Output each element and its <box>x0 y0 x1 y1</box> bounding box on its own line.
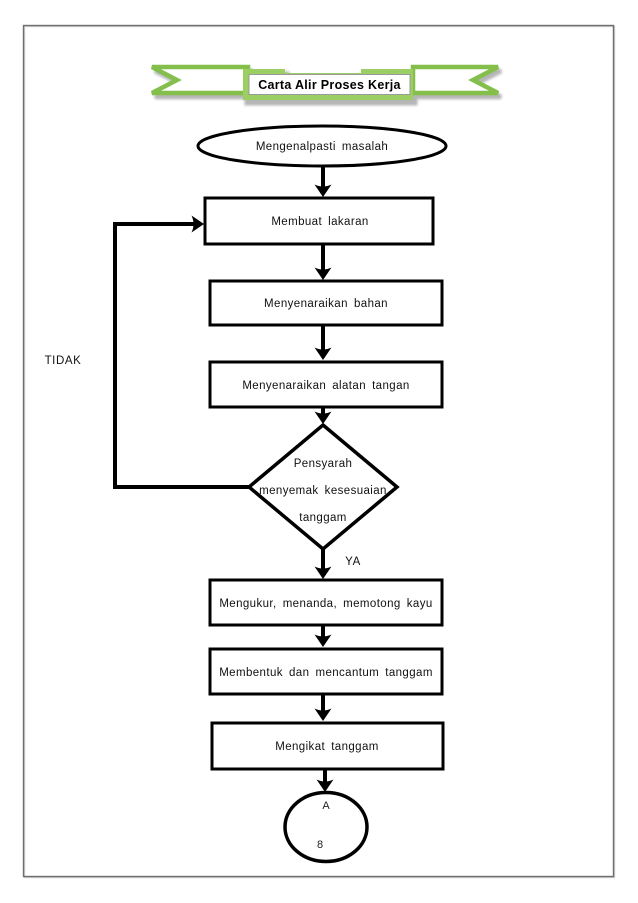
decision-label-line2: menyemak kesesuaian <box>259 485 387 497</box>
process-box-step1 <box>203 196 435 246</box>
arrow-step4-to-step5 <box>314 625 332 647</box>
decision-label-line1: Pensyarah <box>294 458 353 470</box>
page-border <box>22 24 615 878</box>
ribbon-banner: Carta Alir Proses Kerja <box>150 64 500 100</box>
process-box-step4 <box>208 578 444 627</box>
offpage-connector-letter: A <box>322 800 330 812</box>
process-box-step6 <box>210 721 445 771</box>
arrow-step6-to-connector <box>316 769 334 792</box>
decision-label-line3: tanggam <box>299 512 347 524</box>
process-label-step1: Membuat lakaran <box>271 216 368 228</box>
yes-branch-label: YA <box>345 556 361 568</box>
banner-title: Carta Alir Proses Kerja <box>258 78 401 92</box>
no-branch-connector <box>113 215 249 489</box>
process-label-step5: Membentuk dan mencantum tanggam <box>219 667 433 679</box>
process-label-step4: Mengukur, menanda, memotong kayu <box>219 598 432 610</box>
arrow-step5-to-step6 <box>314 694 332 721</box>
ribbon-left-tail <box>150 64 251 96</box>
process-label-step6: Mengikat tanggam <box>275 741 379 753</box>
page-border-shadow <box>23 25 616 879</box>
arrow-start-to-step1 <box>314 167 332 197</box>
ribbon-title-box <box>248 74 411 95</box>
no-branch-label: TIDAK <box>45 355 82 367</box>
process-box-step3 <box>208 360 444 409</box>
arrow-step3-to-decision <box>314 407 332 424</box>
arrow-step2-to-step3 <box>314 325 332 360</box>
process-box-step5 <box>208 647 444 696</box>
yes-branch-connector <box>314 549 332 579</box>
process-label-step2: Menyenaraikan bahan <box>264 298 388 310</box>
start-terminator-label: Mengenalpasti masalah <box>256 141 388 153</box>
offpage-connector-shape <box>283 790 369 864</box>
arrow-step1-to-step2 <box>314 244 332 280</box>
process-box-step2 <box>208 279 444 327</box>
process-label-step3: Menyenaraikan alatan tangan <box>242 380 409 392</box>
offpage-connector-number: 8 <box>317 839 323 851</box>
start-terminator-shape <box>196 124 448 168</box>
